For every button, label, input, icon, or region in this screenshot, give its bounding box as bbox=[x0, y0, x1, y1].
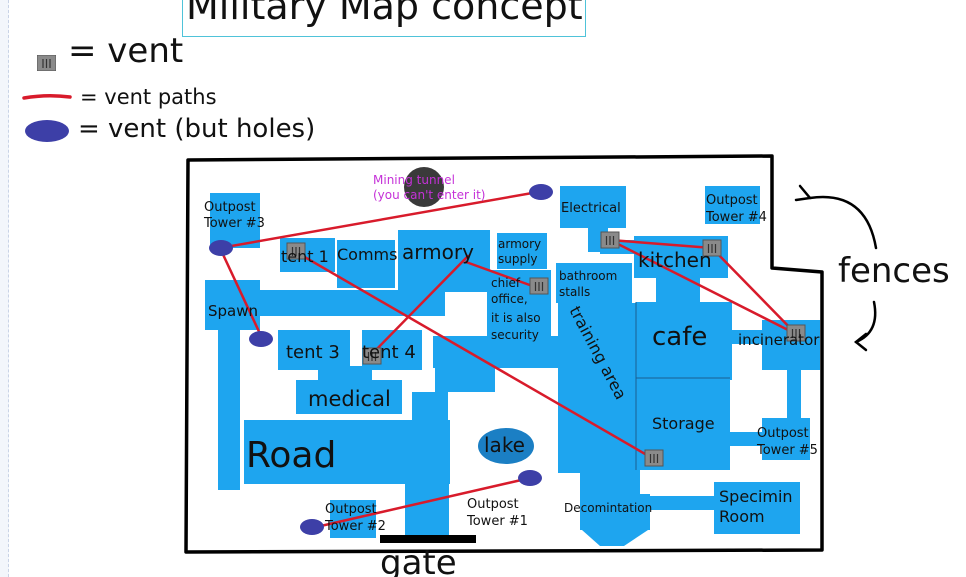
fence-boundary bbox=[184, 154, 824, 554]
medical-link bbox=[318, 366, 372, 382]
label-electrical: Electrical bbox=[561, 201, 621, 216]
label-medical: medical bbox=[308, 387, 391, 411]
training-area bbox=[558, 303, 636, 473]
specimen-room bbox=[714, 482, 800, 534]
page-margin bbox=[0, 0, 9, 577]
training-south bbox=[580, 466, 640, 496]
label-armory: armory bbox=[402, 240, 474, 264]
label-outpost-5-line2: Tower #5 bbox=[756, 443, 818, 458]
label-decontamination: Decomintation bbox=[564, 501, 652, 515]
vent-path-icon bbox=[22, 93, 72, 100]
label-kitchen: kitchen bbox=[638, 248, 712, 272]
vent-hole-outpost3 bbox=[209, 240, 233, 256]
label-outpost-4-line2: Tower #4 bbox=[705, 210, 767, 225]
label-gate: gate bbox=[380, 543, 457, 577]
outpost-tower-3 bbox=[210, 193, 260, 248]
vent-hole-spawn bbox=[249, 331, 273, 347]
label-mining-line2: (you can't enter it) bbox=[373, 188, 485, 202]
mid-lower bbox=[435, 366, 495, 392]
decon-corridor bbox=[648, 496, 718, 510]
vent-hole-mining bbox=[529, 184, 553, 200]
label-outpost-3-line2: Tower #3 bbox=[203, 216, 265, 231]
vent-icon bbox=[37, 55, 56, 71]
electrical bbox=[560, 186, 626, 228]
label-specimen-line1: Specimin bbox=[719, 487, 793, 506]
vent-chief-office bbox=[529, 277, 549, 295]
label-armory-supply-line2: supply bbox=[498, 252, 538, 266]
label-armory-supply-line1: armory bbox=[498, 237, 541, 251]
label-tent-4: tent 4 bbox=[362, 342, 416, 363]
outpost-tower-5 bbox=[762, 418, 810, 460]
spawn-hall bbox=[215, 290, 445, 316]
legend-vent-hole-label: = vent (but holes) bbox=[78, 114, 316, 144]
mining-tunnel-hole bbox=[404, 167, 444, 207]
vent-hole-outpost1 bbox=[518, 470, 542, 486]
label-chief-line3: it is also bbox=[491, 311, 541, 325]
label-incinerator: incinerator bbox=[738, 331, 820, 349]
label-storage: Storage bbox=[652, 414, 715, 433]
label-tent-1: tent 1 bbox=[281, 247, 329, 266]
legend-vent-label: = vent bbox=[68, 31, 184, 71]
armory-supply bbox=[497, 233, 547, 269]
label-outpost-5-line1: Outpost bbox=[757, 426, 809, 441]
fence-arrows bbox=[794, 184, 878, 352]
label-outpost-4-line1: Outpost bbox=[706, 193, 758, 208]
gate-corridor bbox=[405, 480, 449, 536]
title-box: Military Map concept bbox=[182, 0, 586, 37]
decontamination bbox=[580, 494, 650, 530]
gate-bar bbox=[380, 535, 476, 543]
vent-hole-outpost2 bbox=[300, 519, 324, 535]
label-spawn: Spawn bbox=[208, 302, 258, 320]
page-title: Military Map concept bbox=[186, 0, 583, 28]
mid-corridor bbox=[433, 336, 563, 368]
label-outpost-3-line1: Outpost bbox=[204, 200, 256, 215]
label-bathroom-line2: stalls bbox=[559, 285, 590, 299]
rooms-layer bbox=[205, 186, 820, 546]
road-north-link bbox=[412, 392, 448, 424]
road bbox=[244, 420, 450, 484]
bathroom-stalls bbox=[556, 263, 632, 303]
cafe-passage bbox=[656, 276, 700, 306]
vent-holes bbox=[209, 184, 553, 535]
label-comms: Comms bbox=[337, 245, 397, 264]
west-corridor bbox=[218, 330, 240, 490]
label-lake: lake bbox=[484, 433, 525, 457]
vent-hole-icon bbox=[25, 120, 69, 142]
label-chief-line2: office, bbox=[491, 292, 528, 306]
lake bbox=[478, 428, 534, 464]
label-chief-line4: security bbox=[491, 328, 539, 342]
label-outpost-2-line2: Tower #2 bbox=[324, 519, 386, 534]
cafe-east-corridor bbox=[730, 330, 764, 344]
cafe bbox=[636, 302, 732, 380]
label-outpost-1-line2: Tower #1 bbox=[466, 514, 528, 529]
label-mining-line1: Mining tunnel bbox=[373, 173, 455, 187]
incinerator-corridor bbox=[787, 368, 801, 418]
vent-electrical bbox=[600, 231, 620, 249]
label-chief-line1: chief bbox=[491, 276, 521, 290]
vent-storage bbox=[644, 449, 664, 467]
vent-paths bbox=[218, 190, 798, 530]
outpost-tower-4 bbox=[705, 186, 760, 224]
label-tent-3: tent 3 bbox=[286, 342, 340, 363]
label-outpost-2-line1: Outpost bbox=[325, 502, 377, 517]
storage-corridor bbox=[728, 432, 764, 446]
label-road: Road bbox=[246, 435, 336, 476]
label-fences: fences bbox=[838, 251, 950, 291]
legend-vent-path-label: = vent paths bbox=[80, 85, 217, 109]
label-specimen-line2: Room bbox=[719, 507, 765, 526]
label-bathroom-line1: bathroom bbox=[559, 269, 617, 283]
tent-3 bbox=[278, 330, 350, 370]
label-outpost-1-line1: Outpost bbox=[467, 497, 519, 512]
medical bbox=[296, 380, 402, 414]
decontamination-tip bbox=[582, 530, 648, 546]
label-cafe: cafe bbox=[652, 322, 707, 352]
